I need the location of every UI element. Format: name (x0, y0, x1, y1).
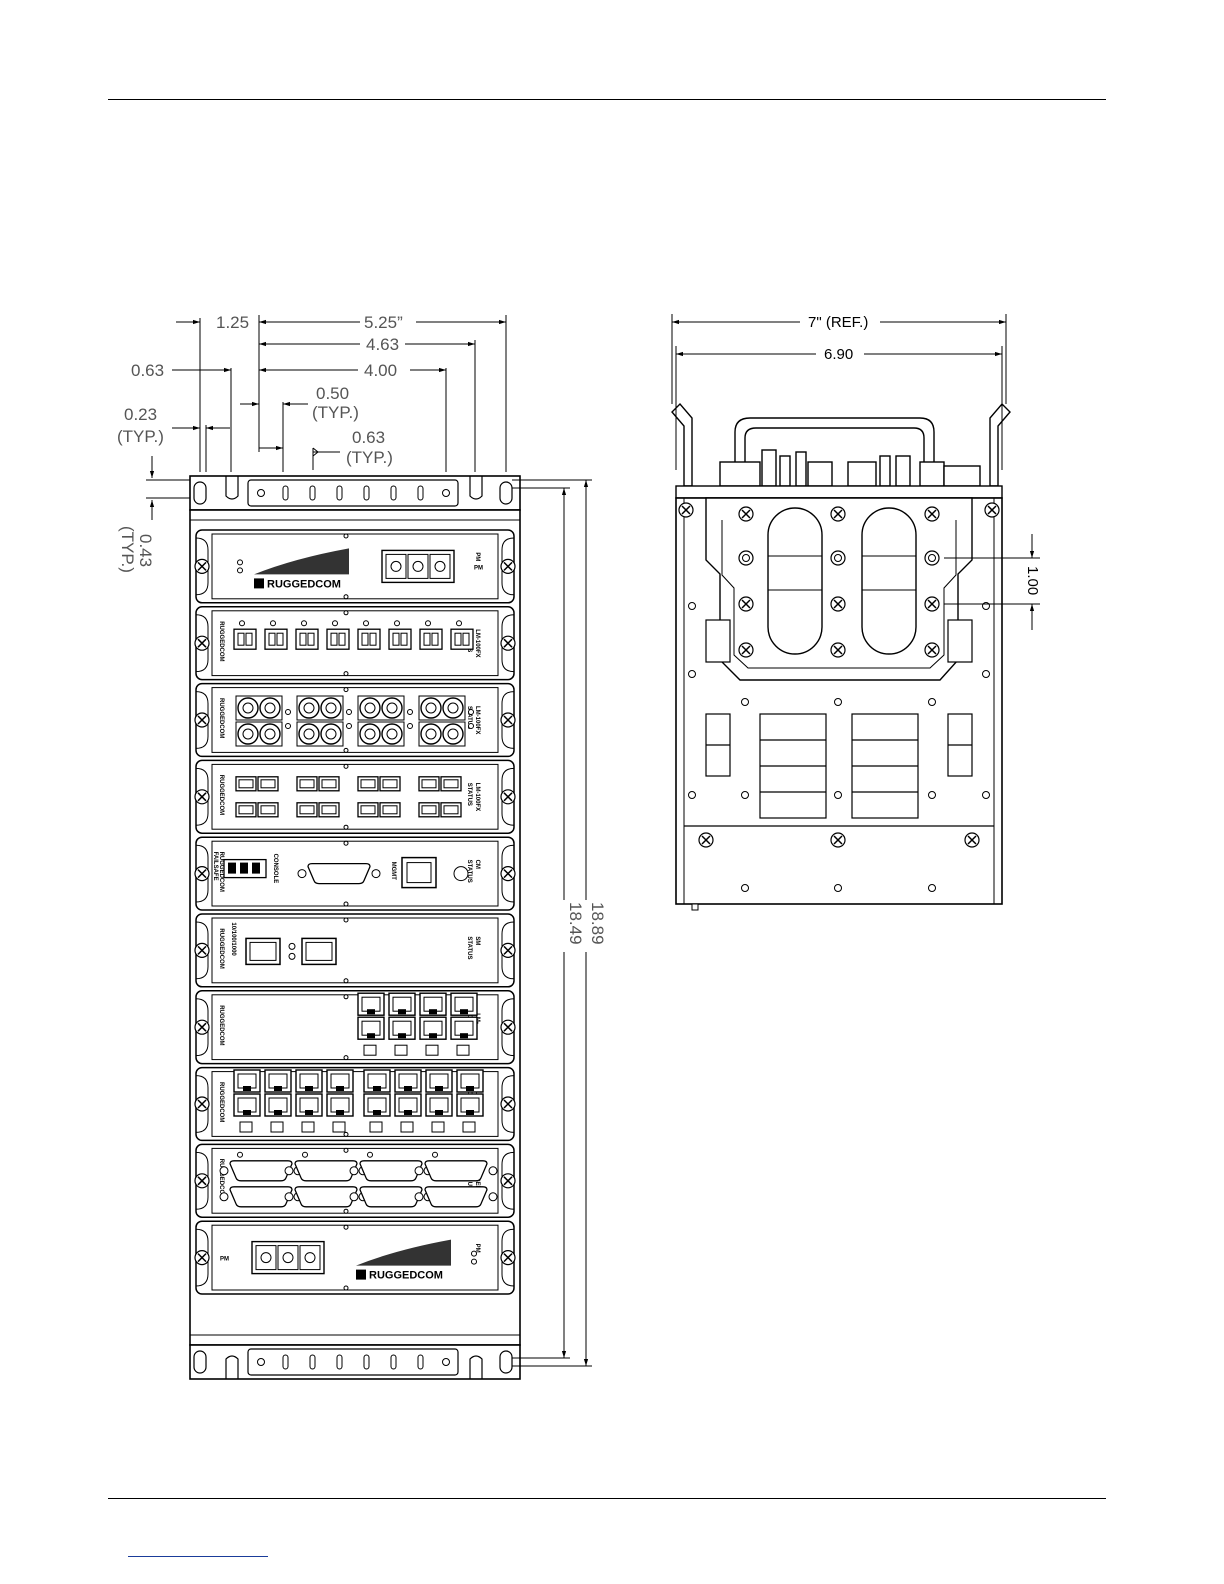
footer-link-underline (128, 1556, 268, 1557)
module-brand-label: RUGGEDCOM (218, 775, 224, 815)
panel-screw-icon (194, 712, 210, 728)
module-pm-top: PM RUGGEDCOM PM (194, 529, 516, 604)
bottom-mounting-flange (189, 1344, 521, 1380)
failsafe-label: FAILSAFE (212, 852, 218, 881)
panel-screw-icon (500, 1173, 516, 1189)
dim-18-49: 18.49 (566, 902, 585, 945)
module-label: SM (474, 936, 480, 945)
console-label: CONSOLE (272, 854, 278, 884)
dim-0-43: 0.43 (136, 534, 155, 567)
module-status-label: STATUS (466, 783, 472, 806)
dim-1-00: 1.00 (1024, 566, 1041, 595)
panel-screw-icon (194, 1096, 210, 1112)
panel-screw-icon (194, 1019, 210, 1035)
dim-4-00: 4.00 (364, 361, 397, 380)
module-lm-rj45-2: LM-10/100TXRUGGEDCOM (194, 1066, 516, 1142)
footer-rule (108, 1498, 1106, 1499)
module-label: LM-100FX (474, 783, 480, 811)
module-brand-label: RUGGEDCOM (218, 928, 224, 968)
dim-1-25: 1.25 (216, 313, 249, 332)
panel-screw-icon (194, 1173, 210, 1189)
dim-18-89: 18.89 (588, 902, 607, 945)
panel-screw-icon (500, 789, 516, 805)
dim-0-63-slot-typ: (TYP.) (346, 448, 393, 467)
module-label: LM-100FX (474, 706, 480, 734)
panel-screw-icon (500, 942, 516, 959)
dim-0-23-typ: (TYP.) (117, 427, 164, 446)
panel-screw-icon (500, 1096, 516, 1112)
module-label: PM (474, 552, 480, 561)
dim-0-43-typ: (TYP.) (118, 526, 137, 573)
dim-6-90: 6.90 (824, 346, 853, 363)
side-view: 7" (REF.) 6.90 1.00 (671, 314, 1041, 911)
panel-screw-icon (500, 1019, 516, 1035)
brand-logo: RUGGEDCOM (267, 578, 341, 590)
module-brand-label: RUGGEDCOM (218, 1082, 224, 1122)
module-brand-label: RUGGEDCOM (218, 698, 224, 738)
module-label: CM (474, 860, 480, 869)
panel-screw-icon (194, 865, 210, 882)
dim-0-23: 0.23 (124, 405, 157, 424)
module-status-label: STATUS (466, 936, 472, 959)
module-label: LM-SERIAL (474, 1167, 480, 1200)
dim-5-25: 5.25” (364, 313, 403, 332)
module-label-horizontal: PM (220, 1257, 229, 1263)
panel-screw-icon (194, 942, 210, 959)
front-view: PMRUGGEDCOMPMLM-100FXSTATUSRUGGEDCOMLM-1… (117, 313, 607, 1380)
module-lm-rj45-1: LM-10/100TXRUGGEDCOM (194, 990, 516, 1065)
brand-logo: RUGGEDCOM (369, 1270, 443, 1282)
panel-screw-icon (500, 865, 516, 882)
mgmt-label: MGMT (390, 862, 396, 881)
panel-screw-icon (500, 635, 516, 651)
module-status-label: STATUS (466, 860, 472, 883)
dim-0-63-top: 0.63 (131, 361, 164, 380)
dim-4-63: 4.63 (366, 335, 399, 354)
dim-0-50: 0.50 (316, 384, 349, 403)
panel-screw-icon (500, 558, 516, 575)
front-dimension-lines (146, 315, 592, 1367)
module-brand-label: RUGGEDCOM (218, 1159, 224, 1199)
panel-screw-icon (194, 789, 210, 805)
module-brand-label: RUGGEDCOM (218, 1005, 224, 1045)
dim-0-63-slot: 0.63 (352, 428, 385, 447)
panel-screw-icon (500, 712, 516, 728)
module-brand-label: RUGGEDCOM (218, 621, 224, 661)
panel-screw-icon (194, 635, 210, 651)
top-mounting-flange (189, 475, 521, 511)
module-label-horizontal: PM (474, 565, 483, 571)
module-pm-bottom: PM RUGGEDCOM PM (194, 1220, 516, 1295)
module-label: PM (474, 1244, 480, 1253)
module-label: LM-100FX (474, 629, 480, 657)
module-brand-label: RUGGEDCOM (218, 852, 224, 892)
panel-screw-icon (194, 1249, 210, 1266)
module-lm-serial: LM-SERIALSTATUSRUGGEDCOM (194, 1143, 516, 1218)
module-status-label: STATUS (466, 706, 472, 729)
panel-screw-icon (500, 1249, 516, 1266)
speed-label: 10/100/1000 (230, 922, 236, 956)
header-rule (108, 99, 1106, 100)
dim-0-50-typ: (TYP.) (312, 403, 359, 422)
dim-7-ref: 7" (REF.) (808, 314, 868, 331)
panel-screw-icon (194, 558, 210, 575)
